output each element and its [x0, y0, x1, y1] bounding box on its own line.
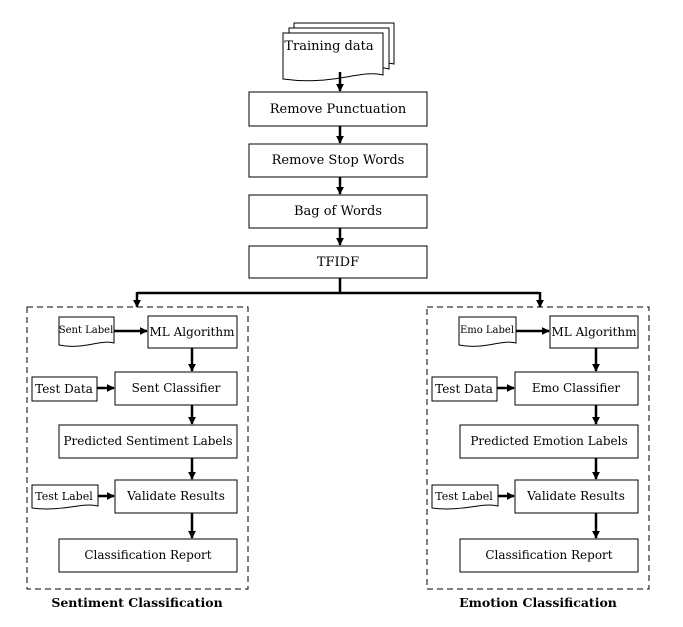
- sent-predicted-box: [58, 424, 238, 459]
- training-data-label: Training data: [284, 39, 373, 54]
- remove-stop-words-box: [248, 143, 428, 178]
- emo-test-label-document: Test Label: [431, 484, 499, 510]
- remove-punctuation-box: [248, 91, 428, 127]
- bag-of-words-label: Bag of Words: [294, 204, 382, 219]
- sent-label-document: Sent Label: [58, 316, 115, 347]
- sent-ml-algorithm-box: [147, 315, 238, 349]
- emo-ml-algorithm-label: ML Algorithm: [552, 325, 638, 339]
- emo-classifier-label: Emo Classifier: [532, 381, 621, 395]
- bag-of-words-box: [248, 194, 428, 229]
- emotion-caption: Emotion Classification: [459, 595, 617, 610]
- emo-ml-algorithm-box: [549, 315, 639, 349]
- emo-label-document: Emo Label: [458, 316, 517, 347]
- emo-test-data-label: Test Data: [435, 382, 493, 396]
- training-data-document: Training data: [282, 22, 395, 82]
- emo-test-label-text: Test Label: [435, 490, 493, 503]
- sent-test-label-text: Test Label: [35, 490, 93, 503]
- emo-predicted-box: [459, 424, 639, 459]
- sent-classifier-box: [114, 371, 238, 406]
- emo-classifier-box: [514, 371, 639, 406]
- sentiment-caption: Sentiment Classification: [51, 595, 222, 610]
- tfidf-box: [248, 245, 428, 279]
- emo-test-data-box: [431, 376, 498, 402]
- sent-validate-label: Validate Results: [126, 489, 225, 503]
- sent-classifier-label: Sent Classifier: [132, 381, 221, 395]
- remove-punctuation-label: Remove Punctuation: [270, 102, 407, 117]
- sent-predicted-label: Predicted Sentiment Labels: [63, 434, 232, 448]
- emo-validate-label: Validate Results: [526, 489, 625, 503]
- emo-report-box: [459, 538, 639, 573]
- sent-report-label: Classification Report: [84, 548, 211, 562]
- sent-test-data-label: Test Data: [35, 382, 93, 396]
- emo-validate-box: [514, 479, 639, 514]
- remove-stop-words-label: Remove Stop Words: [272, 153, 405, 168]
- emo-label-text: Emo Label: [460, 325, 514, 336]
- sent-ml-algorithm-label: ML Algorithm: [150, 325, 236, 339]
- sent-report-box: [58, 538, 238, 573]
- sentiment-group-border: [26, 306, 249, 590]
- split-connector: [132, 278, 545, 308]
- tfidf-label: TFIDF: [317, 255, 359, 270]
- emotion-group-border: [426, 306, 650, 590]
- sent-validate-box: [114, 479, 238, 514]
- sent-label-text: Sent Label: [59, 325, 114, 336]
- sent-test-label-document: Test Label: [31, 484, 99, 510]
- emo-predicted-label: Predicted Emotion Labels: [470, 434, 627, 448]
- emo-report-label: Classification Report: [485, 548, 612, 562]
